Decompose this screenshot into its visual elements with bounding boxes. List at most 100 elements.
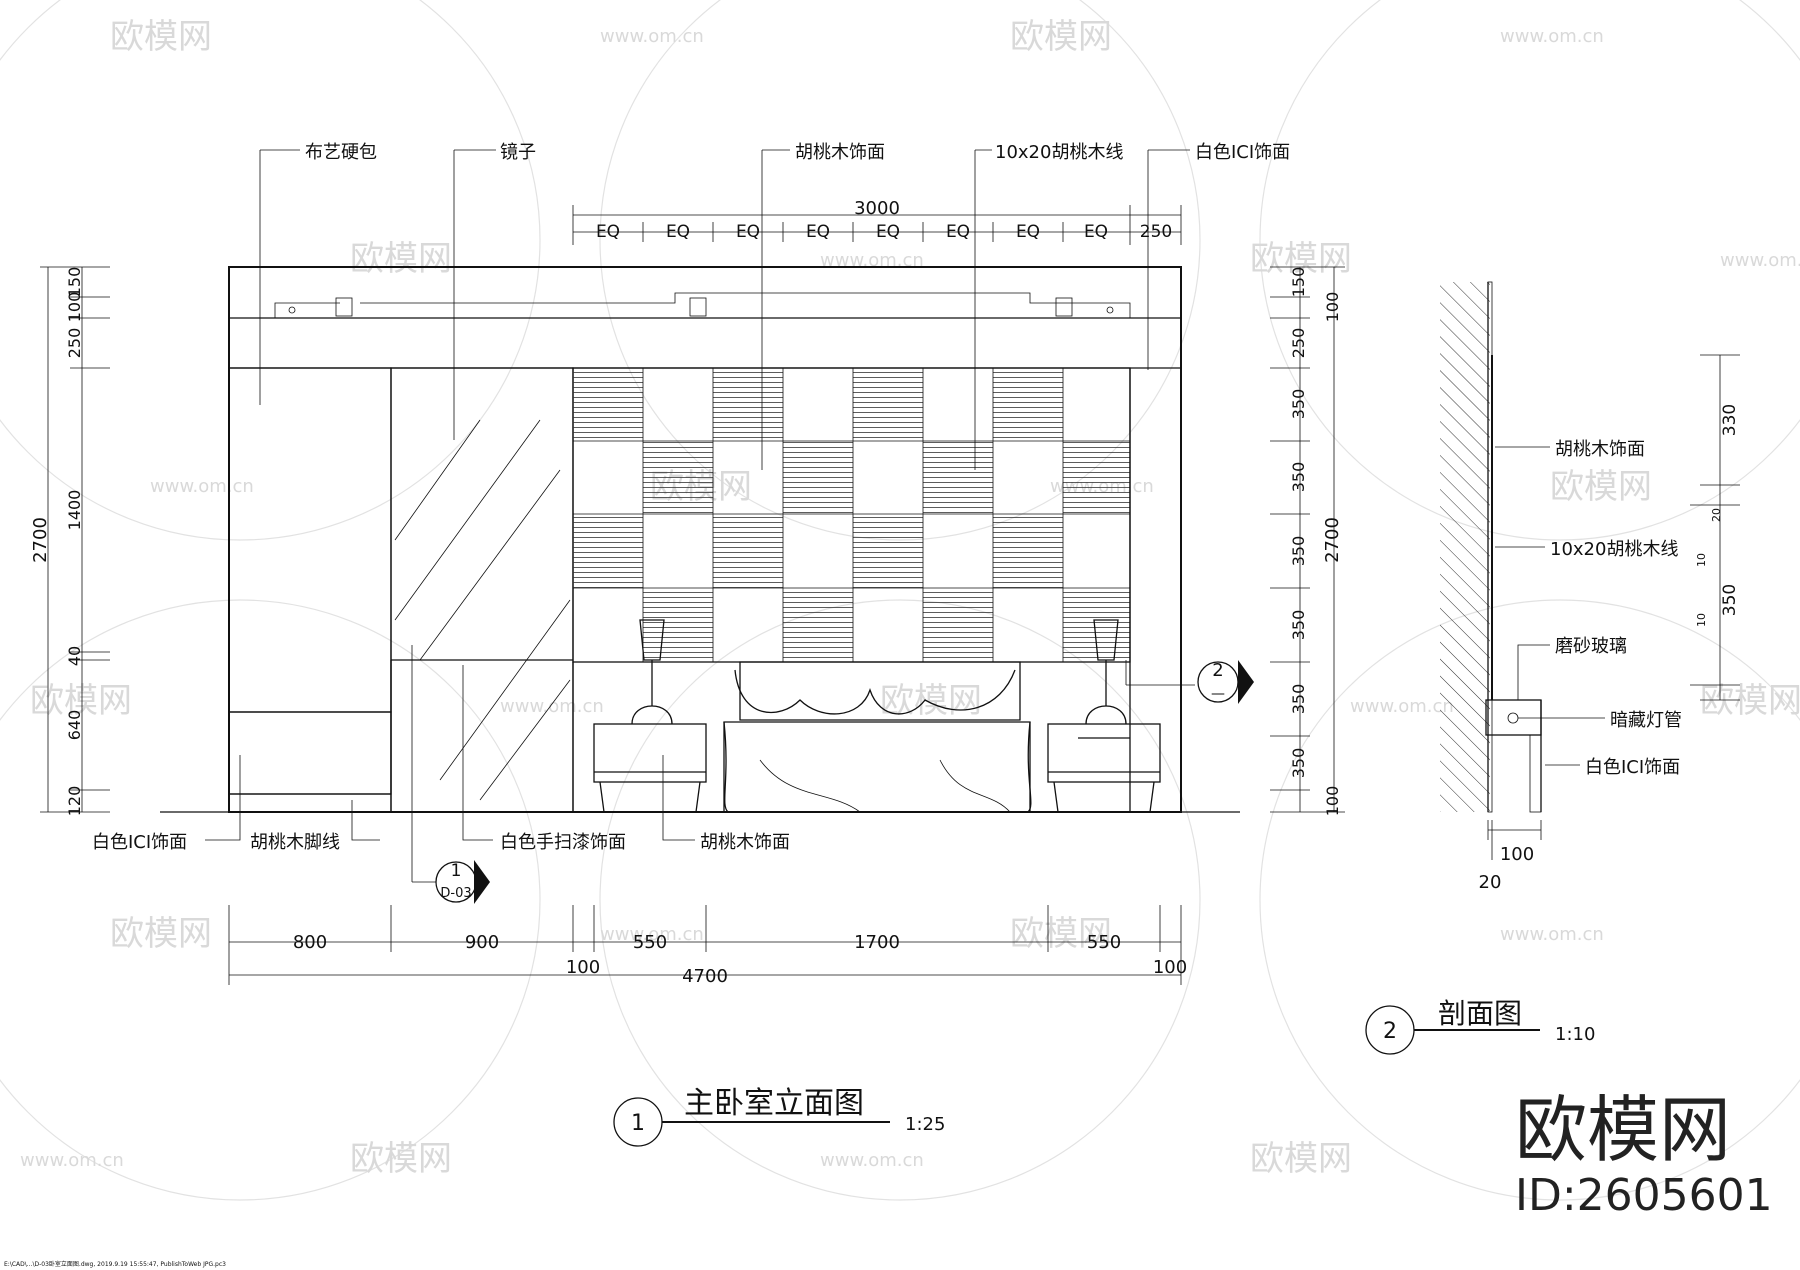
bottom-dim-lines — [228, 905, 1182, 985]
light-box — [1485, 699, 1542, 736]
elevation-title-number: 1 — [631, 1111, 645, 1136]
section-callout-white-ici: 白色ICI饰面 — [1585, 757, 1680, 778]
dim-left: 1400 — [65, 490, 84, 531]
dim-right: 350 — [1289, 610, 1308, 641]
nightstand-right — [1047, 619, 1161, 813]
callout-paint: 白色手扫漆饰面 — [500, 832, 626, 853]
dim-left: 120 — [65, 786, 84, 817]
bottom-callouts — [205, 665, 695, 841]
watermark-text: 欧模网 — [880, 681, 982, 721]
section-dim-small: 10 — [1695, 613, 1708, 627]
watermark-url: www.om.cn — [20, 1150, 124, 1171]
section-dim-small: 10 — [1695, 553, 1708, 567]
right-dim-lines — [1270, 266, 1345, 813]
callout-walnut-strip: 10x20胡桃木线 — [995, 142, 1123, 163]
dim-bottom: 1700 — [854, 932, 900, 953]
watermark-text: 欧模网 — [110, 914, 212, 954]
dim-left: 640 — [65, 710, 84, 741]
section-dim-small: 20 — [1710, 508, 1723, 522]
dim-left: 250 — [65, 328, 84, 359]
mirror-panel — [390, 367, 574, 813]
watermark-url: www.om.cn — [1350, 696, 1454, 717]
section-marker: 2 — — [1125, 660, 1254, 704]
top-callouts — [259, 149, 1190, 470]
top-dim-lines — [572, 205, 1182, 245]
dim-eq: EQ — [876, 222, 900, 242]
left-dim-lines — [40, 266, 110, 813]
watermark-text: 欧模网 — [1250, 1139, 1352, 1179]
section-dims — [1487, 354, 1740, 860]
dim-eq: EQ — [1016, 222, 1040, 242]
watermark-text: 欧模网 — [1550, 467, 1652, 507]
watermark-url: www.om.cn — [820, 250, 924, 271]
detail-marker: 1 D-03 — [411, 645, 490, 904]
section-title: 2 剖面图 1:10 — [1365, 997, 1595, 1055]
section-dim-lower: 350 — [1720, 584, 1740, 616]
dim-right: 350 — [1289, 389, 1308, 420]
dim-bottom: 550 — [633, 932, 667, 953]
watermark-url: www.om.cn — [1500, 26, 1604, 47]
watermark-url: www.om.cn — [820, 1150, 924, 1171]
bed — [723, 661, 1032, 813]
callout-baseboard: 胡桃木脚线 — [250, 832, 340, 853]
callout-fabric: 布艺硬包 — [305, 142, 377, 163]
dim-right: 350 — [1289, 536, 1308, 567]
nightstand-left — [593, 619, 707, 813]
detail-marker-sheet: D-03 — [440, 886, 471, 901]
section-marker-number: 2 — [1212, 660, 1223, 681]
watermark-text: 欧模网 — [1010, 914, 1112, 954]
watermark-text: 欧模网 — [1010, 17, 1112, 57]
walnut-grid — [572, 367, 1131, 812]
dim-top-end: 250 — [1140, 222, 1172, 242]
watermark-text: 欧模网 — [350, 239, 452, 279]
dim-right-total: 2700 — [1322, 517, 1343, 563]
section-callout-walnut-strip: 10x20胡桃木线 — [1550, 539, 1678, 560]
callout-mirror: 镜子 — [500, 142, 536, 163]
elevation-title-scale: 1:25 — [905, 1114, 945, 1135]
watermark-text: 欧模网 — [110, 17, 212, 57]
watermark-url: www.om.cn — [150, 476, 254, 497]
elevation-drawing: 2 — 1 D-03 布艺硬包 镜子 胡桃木饰面 10x20胡桃木线 白色ICI… — [30, 142, 1345, 1147]
dim-left: 100 — [65, 292, 84, 323]
section-marker-sheet: — — [1211, 686, 1225, 702]
brand-block: 欧模网 ID:2605601 — [1515, 1088, 1773, 1221]
section-callout-walnut: 胡桃木饰面 — [1555, 439, 1645, 460]
section-dim-upper: 330 — [1720, 404, 1740, 436]
watermark-url: www.om.cn — [1720, 250, 1800, 271]
watermark-text: 欧模网 — [1250, 239, 1352, 279]
brand-name: 欧模网 — [1515, 1088, 1731, 1172]
dim-eq: EQ — [806, 222, 830, 242]
dim-bottom: 550 — [1087, 932, 1121, 953]
dim-right: 100 — [1323, 786, 1342, 817]
dim-left: 40 — [65, 646, 84, 666]
watermark-text: 欧模网 — [350, 1139, 452, 1179]
dim-eq: EQ — [736, 222, 760, 242]
callout-bottom-ici: 白色ICI饰面 — [92, 832, 187, 853]
wall-hatch — [1440, 282, 1490, 812]
section-title-scale: 1:10 — [1555, 1024, 1595, 1045]
dim-left-total: 2700 — [30, 517, 51, 563]
callout-walnut: 胡桃木饰面 — [795, 142, 885, 163]
watermark-layer: 欧模网 欧模网 www.om.cn www.om.cn 欧模网 欧模网 www.… — [0, 0, 1800, 1201]
callout-white-ici: 白色ICI饰面 — [1195, 142, 1290, 163]
watermark-url: www.om.cn — [600, 924, 704, 945]
section-drawing: 胡桃木饰面 10x20胡桃木线 磨砂玻璃 暗藏灯管 白色ICI饰面 330 35… — [1365, 281, 1740, 1055]
section-callout-frosted-glass: 磨砂玻璃 — [1555, 636, 1627, 657]
dim-right: 350 — [1289, 684, 1308, 715]
dim-eq: EQ — [946, 222, 970, 242]
watermark-text: 欧模网 — [30, 681, 132, 721]
dim-right: 350 — [1289, 748, 1308, 779]
elevation-title-text: 主卧室立面图 — [684, 1086, 864, 1121]
section-title-number: 2 — [1383, 1019, 1397, 1044]
dim-right: 150 — [1289, 267, 1308, 298]
watermark-url: www.om.cn — [600, 26, 704, 47]
section-dim-offset: 20 — [1479, 872, 1502, 893]
dim-bottom-total: 4700 — [682, 966, 728, 987]
section-title-text: 剖面图 — [1438, 997, 1522, 1030]
dim-bottom-offset-left: 100 — [566, 957, 600, 978]
callout-bottom-walnut: 胡桃木饰面 — [700, 832, 790, 853]
dim-right: 250 — [1289, 328, 1308, 359]
watermark-url: www.om.cn — [500, 696, 604, 717]
dim-bottom-offset-right: 100 — [1153, 957, 1187, 978]
